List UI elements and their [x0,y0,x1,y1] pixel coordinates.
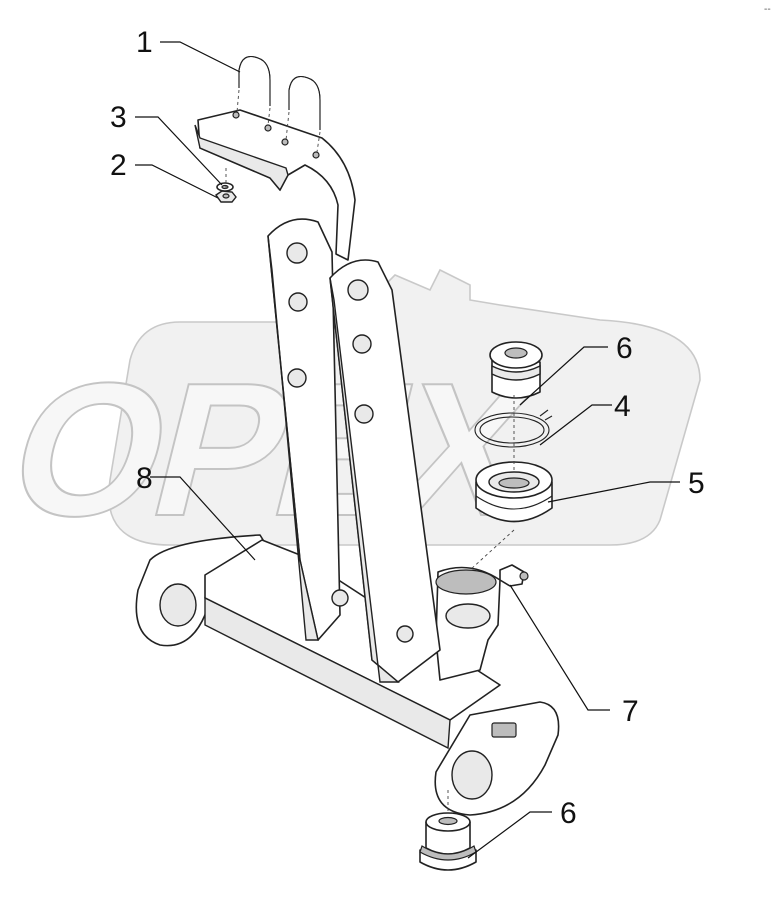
part-2-nut [215,190,237,203]
hub-bore [435,569,497,595]
rear-plate [267,218,341,641]
rear-plate-edge [267,235,319,641]
rear-plate-hole-2 [288,292,308,312]
top-bracket [194,109,356,261]
snap-ring-ends [539,409,553,421]
part-6-lower-bushing [419,812,477,871]
nut-hole [222,193,230,199]
leader-4 [539,404,612,446]
front-plate-hole-4 [396,625,414,643]
watermark-text: OPEX [0,343,553,556]
leader-3 [135,116,223,186]
support-plates [267,218,441,683]
u-bolt-1-inner [238,55,271,106]
leader-lines [135,41,680,859]
callout-6-upper: 6 [616,332,633,365]
grease-nipple-body [499,564,525,587]
left-lug-hole [159,583,197,627]
callout-8: 8 [136,462,153,495]
leader-5 [547,481,680,503]
rear-plate-hole-4 [331,589,349,607]
beam-front-face [204,596,451,750]
callout-4: 4 [614,390,631,423]
snap-ring-outer [474,412,550,448]
u-bolt-2 [288,75,321,130]
rear-plate-hole-1 [286,242,308,264]
leader-7 [509,584,610,711]
right-lug-hole [451,750,493,800]
bearing-groove [475,495,553,510]
callout-labels: 1 2 3 4 5 6 6 7 8 [110,26,705,830]
front-plate-hole-1 [347,279,369,301]
part-4-snap-ring [474,409,553,448]
callout-7: 7 [622,695,639,728]
bracket-side [194,124,289,192]
leader-6a [519,346,608,406]
leader-8 [150,476,256,561]
bracket-hole-3 [281,138,289,146]
callout-1: 1 [136,26,153,59]
leader-6b [467,811,552,859]
front-plate-edge [329,277,400,683]
snap-ring-inner [479,416,545,444]
opex-watermark: OPEX [0,268,701,556]
callout-6-lower: 6 [560,797,577,830]
lower-bushing-bore [438,816,458,826]
callout-5: 5 [688,467,705,500]
part-6-upper-bushing [489,341,543,399]
part-1-u-bolts [236,55,321,153]
bracket-hole-1 [232,111,240,119]
bearing-stack-guide-line [469,395,515,571]
hub-lower-bore [445,603,491,629]
upper-bushing-bore [504,347,528,359]
upper-bushing-flange [491,364,541,381]
bearing-bore [498,477,530,489]
part-7-grease-nipple [499,564,529,587]
bracket-hole-2 [264,124,272,132]
right-lug-tab [491,722,517,738]
corner-mark: -- [764,4,771,15]
right-lug [434,701,560,816]
rear-plate-hole-3 [287,368,307,388]
callout-2: 2 [110,149,127,182]
leader-1 [160,41,241,73]
front-plate-hole-3 [354,404,374,424]
part-8-base-frame [135,534,560,816]
part-5-bearing [475,461,553,523]
leader-2 [135,164,219,199]
callout-3: 3 [110,101,127,134]
bracket-hole-4 [312,151,320,159]
front-plate [329,259,441,683]
u-bolt-2-inner [288,75,321,130]
grease-nipple-tip [519,571,529,581]
washer-hole [221,184,229,190]
part-3-washer [216,182,234,192]
u-bolt-guide-lines [236,89,321,153]
front-plate-hole-2 [352,334,372,354]
